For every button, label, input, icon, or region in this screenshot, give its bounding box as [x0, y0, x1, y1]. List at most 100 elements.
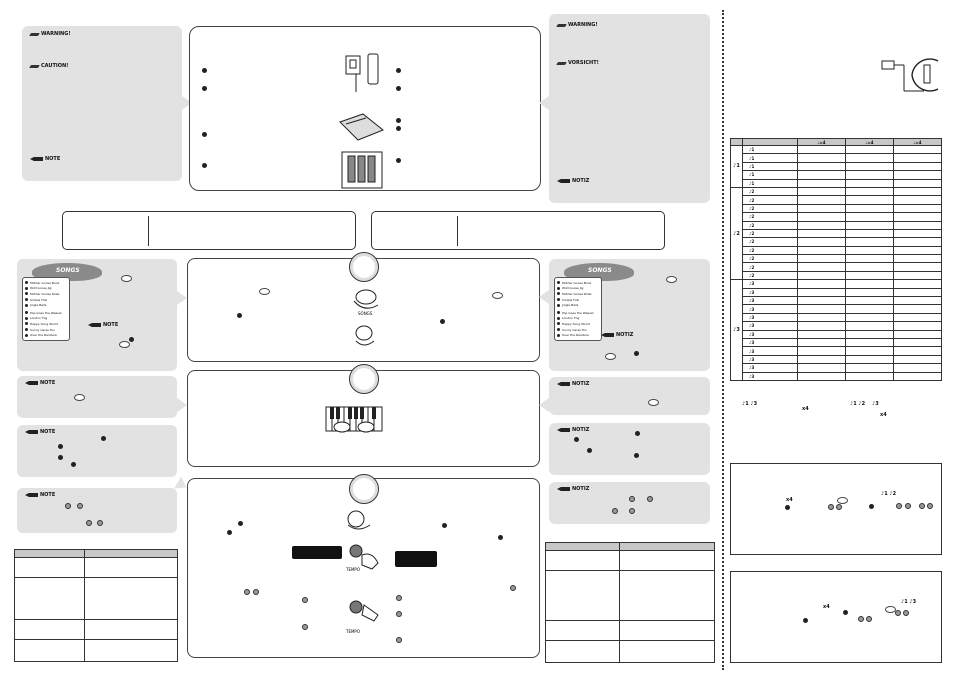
song-item: Mother Goose Rider	[25, 291, 67, 297]
level-table-cell	[845, 153, 894, 163]
note-heading: NOTE	[30, 156, 60, 162]
level-table-row: ♪1	[731, 170, 942, 180]
right-note-box-1: NOTIZ	[549, 377, 710, 415]
level-row-label: ♪3	[742, 329, 798, 340]
level-table-cell	[845, 220, 894, 230]
level-table-row: ♪2	[731, 262, 942, 272]
level-table-cell	[797, 262, 846, 272]
level-row-label: ♪2	[742, 195, 798, 205]
song-item: Mother Goose Rider	[557, 291, 599, 297]
level-table-header: ♩=4	[893, 138, 942, 146]
install-panel	[189, 26, 541, 191]
battery-install-illustration	[339, 53, 384, 189]
level-table-header: ♩=4	[845, 138, 894, 146]
level-table-cell	[845, 270, 894, 281]
note-icon	[88, 323, 101, 327]
pointer-wedge	[182, 96, 192, 110]
level-table-row: ♪3	[731, 329, 942, 340]
level-row-label: ♪2	[742, 270, 798, 281]
level-row-label: ♪3	[742, 296, 798, 306]
level-table-row: ♪2	[731, 254, 942, 264]
level-row-label: ♪3	[742, 321, 798, 331]
level-row-label: ♪2	[742, 212, 798, 222]
pen-icon	[29, 32, 40, 36]
note-icon	[30, 157, 43, 161]
svg-text:TEMPO: TEMPO	[345, 567, 360, 572]
step-header-3	[349, 474, 379, 504]
level-table-row: ♪3	[731, 346, 942, 356]
level-table-cell	[797, 371, 846, 381]
level-row-label: ♪3	[742, 354, 798, 365]
display-callout-right	[395, 551, 437, 567]
song-item: Wild Goose Jig	[557, 286, 599, 292]
level-row-label: ♪2	[742, 254, 798, 264]
level-table-row: ♪2	[731, 228, 942, 239]
note-heading: NOTE	[25, 380, 55, 386]
song-item: Jingle Bells	[25, 302, 67, 308]
level-table-cell	[893, 346, 942, 356]
level-table-row: ♪3	[731, 363, 942, 373]
level-table-cell	[797, 195, 846, 205]
level-table-cell	[893, 178, 942, 188]
level-table-cell	[797, 304, 846, 314]
level-table-row: ♪2	[731, 220, 942, 230]
level-table-row: ♪1	[731, 161, 942, 172]
pen-icon	[556, 61, 567, 65]
level-table-cell	[797, 270, 846, 281]
level-row-label: ♪3	[742, 287, 798, 298]
level-table-row: ♪3	[731, 337, 942, 348]
level-row-label: ♪2	[742, 245, 798, 256]
display-callout-left	[292, 546, 342, 559]
left-warning-box: WARNING! CAUTION! NOTE	[22, 26, 182, 181]
level-table-cell	[893, 228, 942, 239]
level-table-cell	[845, 237, 894, 247]
level-table-cell	[845, 170, 894, 180]
level-table-cell	[845, 186, 894, 197]
level-row-label: ♪1	[742, 144, 798, 155]
note-heading: NOTIZ	[601, 332, 633, 338]
connection-box-right	[371, 211, 665, 250]
level-table-cell	[893, 354, 942, 365]
level-table-row: ♪3	[731, 287, 942, 298]
level-table-row: ♪3	[731, 312, 942, 323]
level-table-cell	[845, 161, 894, 172]
song-item: Pop Goes the Weasel	[557, 310, 599, 316]
level-table-cell	[893, 371, 942, 381]
song-item: London Fog	[557, 316, 599, 322]
level-table-cell	[845, 304, 894, 314]
level-table-cell	[893, 170, 942, 180]
level-group-label: ♪2	[730, 186, 743, 281]
level-group-label: ♪1	[730, 145, 743, 188]
song-item: Wild Goose Jig	[25, 286, 67, 292]
level-table-cell	[845, 195, 894, 205]
note-icon	[601, 333, 614, 337]
song-item: Over the Rainbow	[25, 332, 67, 338]
level-table-row: ♪3	[731, 296, 942, 306]
level-row-label: ♪3	[742, 371, 798, 381]
level-table-cell	[797, 321, 846, 331]
level-table-cell	[845, 337, 894, 348]
right-note-box-3: NOTIZ	[549, 482, 710, 524]
note-heading: NOTE	[25, 429, 55, 435]
level-table-cell	[893, 279, 942, 289]
headphone-icon	[881, 58, 939, 92]
level-table-cell	[893, 329, 942, 340]
note-icon	[557, 487, 570, 491]
example-box-2: x4 ♪1 ♪3	[730, 571, 942, 663]
level-table-cell	[845, 203, 894, 214]
note-heading: NOTIZ	[557, 427, 589, 433]
song-item: Mother Goose Book	[557, 280, 599, 286]
note-icon	[25, 430, 38, 434]
level-table-row: ♪2♪2	[730, 186, 942, 281]
pen-icon	[29, 64, 40, 68]
level-row-label: ♪2	[742, 220, 798, 230]
song-item: Sunny Cares Too	[25, 327, 67, 333]
level-table-header	[742, 138, 798, 146]
right-function-table	[545, 542, 715, 663]
level-table-cell	[893, 203, 942, 214]
level-table-row: ♪3♪3	[730, 279, 942, 381]
level-table-row: ♪3	[731, 371, 942, 381]
